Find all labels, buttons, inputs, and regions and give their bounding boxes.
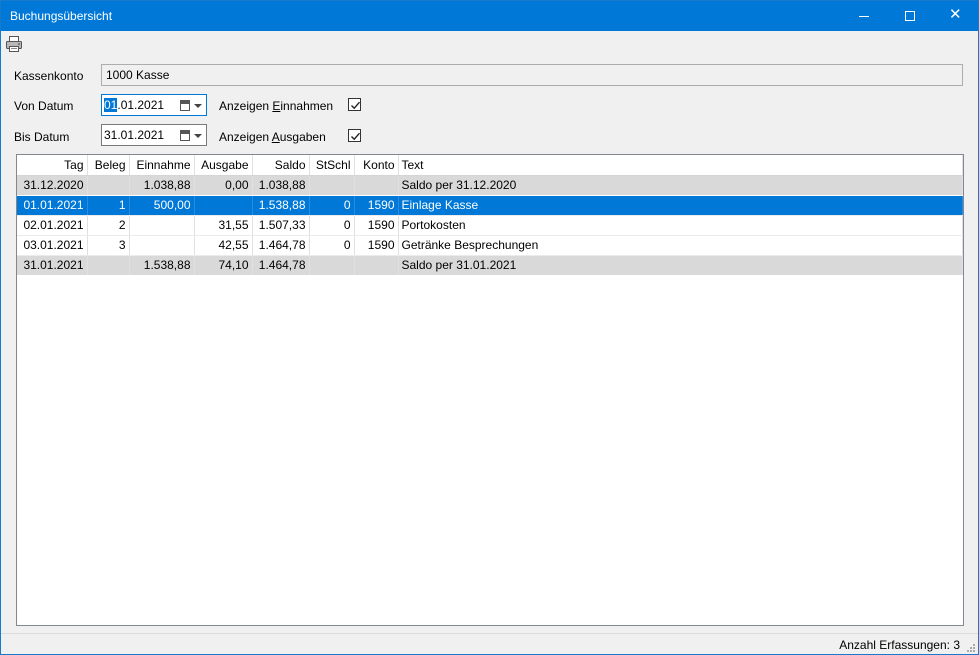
anzeigen-ausgaben-checkbox[interactable]	[348, 129, 361, 142]
calendar-icon[interactable]	[180, 130, 190, 141]
cell-tag: 31.01.2021	[17, 255, 88, 276]
close-button[interactable]: ✕	[932, 1, 978, 31]
table-row[interactable]: 01.01.2021 1 500,00 1.538,88 0 1590 Einl…	[17, 195, 963, 216]
cell-ausgabe: 0,00	[194, 175, 253, 196]
anzeigen-ausgaben-label: Anzeigen Ausgaben	[219, 130, 326, 144]
cell-saldo: 1.464,78	[252, 235, 310, 256]
cell-saldo: 1.038,88	[252, 175, 310, 196]
anzeigen-einnahmen-checkbox[interactable]	[348, 98, 361, 111]
cell-ausgabe	[194, 195, 253, 216]
resize-grip-icon[interactable]	[966, 642, 976, 652]
toolbar	[1, 31, 978, 57]
cell-ausgabe: 42,55	[194, 235, 253, 256]
cell-stschl: 0	[309, 235, 355, 256]
column-header-text[interactable]: Text	[398, 155, 963, 176]
cell-konto	[354, 175, 399, 196]
column-header-konto[interactable]: Konto	[354, 155, 399, 176]
close-icon: ✕	[949, 6, 962, 23]
cell-text: Portokosten	[398, 215, 963, 236]
kassenkonto-field: 1000 Kasse	[101, 64, 963, 86]
record-count: Anzahl Erfassungen: 3	[839, 638, 960, 652]
table-row[interactable]: 03.01.2021 3 42,55 1.464,78 0 1590 Geträ…	[17, 235, 963, 256]
bis-datum-label: Bis Datum	[14, 130, 70, 144]
table-row[interactable]: 02.01.2021 2 31,55 1.507,33 0 1590 Porto…	[17, 215, 963, 236]
table-row[interactable]: 31.01.2021 1.538,88 74,10 1.464,78 Saldo…	[17, 255, 963, 276]
cell-tag: 02.01.2021	[17, 215, 88, 236]
bis-datum-value: 31.01.2021	[104, 128, 165, 142]
cell-einnahme: 500,00	[129, 195, 195, 216]
chevron-down-icon[interactable]	[194, 134, 202, 138]
cell-beleg: 3	[87, 235, 130, 256]
cell-ausgabe: 31,55	[194, 215, 253, 236]
bis-datum-input[interactable]: 31.01.2021	[101, 124, 207, 146]
cell-konto: 1590	[354, 215, 399, 236]
column-header-einnahme[interactable]: Einnahme	[129, 155, 195, 176]
cell-einnahme: 1.538,88	[129, 255, 195, 276]
cell-text: Getränke Besprechungen	[398, 235, 963, 256]
cell-saldo: 1.464,78	[252, 255, 310, 276]
bookings-table[interactable]: Tag Beleg Einnahme Ausgabe Saldo StSchl …	[16, 154, 964, 626]
cell-tag: 31.12.2020	[17, 175, 88, 196]
cell-text: Saldo per 31.12.2020	[398, 175, 963, 196]
cell-stschl: 0	[309, 215, 355, 236]
von-datum-rest: .01.2021	[117, 98, 165, 112]
minimize-button[interactable]	[841, 1, 887, 31]
kassenkonto-label: Kassenkonto	[14, 69, 84, 83]
table-row[interactable]: 31.12.2020 1.038,88 0,00 1.038,88 Saldo …	[17, 175, 963, 196]
window-title: Buchungsübersicht	[10, 9, 113, 23]
cell-beleg	[87, 175, 130, 196]
cell-stschl	[309, 255, 355, 276]
cell-beleg: 1	[87, 195, 130, 216]
cell-einnahme: 1.038,88	[129, 175, 195, 196]
printer-icon[interactable]	[5, 35, 23, 53]
cell-beleg	[87, 255, 130, 276]
column-header-stschl[interactable]: StSchl	[309, 155, 355, 176]
table-header: Tag Beleg Einnahme Ausgabe Saldo StSchl …	[17, 155, 963, 176]
column-header-ausgabe[interactable]: Ausgabe	[194, 155, 253, 176]
cell-beleg: 2	[87, 215, 130, 236]
von-datum-input[interactable]: 01.01.2021	[101, 94, 207, 116]
cell-tag: 01.01.2021	[17, 195, 88, 216]
cell-einnahme	[129, 215, 195, 236]
cell-ausgabe: 74,10	[194, 255, 253, 276]
maximize-button[interactable]	[887, 1, 933, 31]
minimize-icon	[859, 16, 869, 17]
cell-saldo: 1.538,88	[252, 195, 310, 216]
cell-saldo: 1.507,33	[252, 215, 310, 236]
column-header-tag[interactable]: Tag	[17, 155, 88, 176]
anzeigen-einnahmen-label: Anzeigen Einnahmen	[219, 99, 334, 113]
cell-konto: 1590	[354, 235, 399, 256]
cell-einnahme	[129, 235, 195, 256]
calendar-icon[interactable]	[180, 100, 190, 111]
cell-text: Einlage Kasse	[398, 195, 963, 216]
status-bar: Anzahl Erfassungen: 3	[1, 633, 978, 654]
cell-konto	[354, 255, 399, 276]
column-header-saldo[interactable]: Saldo	[252, 155, 310, 176]
cell-stschl: 0	[309, 195, 355, 216]
title-bar[interactable]: Buchungsübersicht ✕	[1, 1, 978, 31]
von-datum-label: Von Datum	[14, 99, 74, 113]
maximize-icon	[905, 11, 915, 21]
cell-text: Saldo per 31.01.2021	[398, 255, 963, 276]
cell-tag: 03.01.2021	[17, 235, 88, 256]
von-datum-selected-part: 01	[104, 98, 118, 112]
column-header-beleg[interactable]: Beleg	[87, 155, 130, 176]
cell-konto: 1590	[354, 195, 399, 216]
cell-stschl	[309, 175, 355, 196]
chevron-down-icon[interactable]	[194, 104, 202, 108]
kassenkonto-value: 1000 Kasse	[106, 68, 170, 82]
